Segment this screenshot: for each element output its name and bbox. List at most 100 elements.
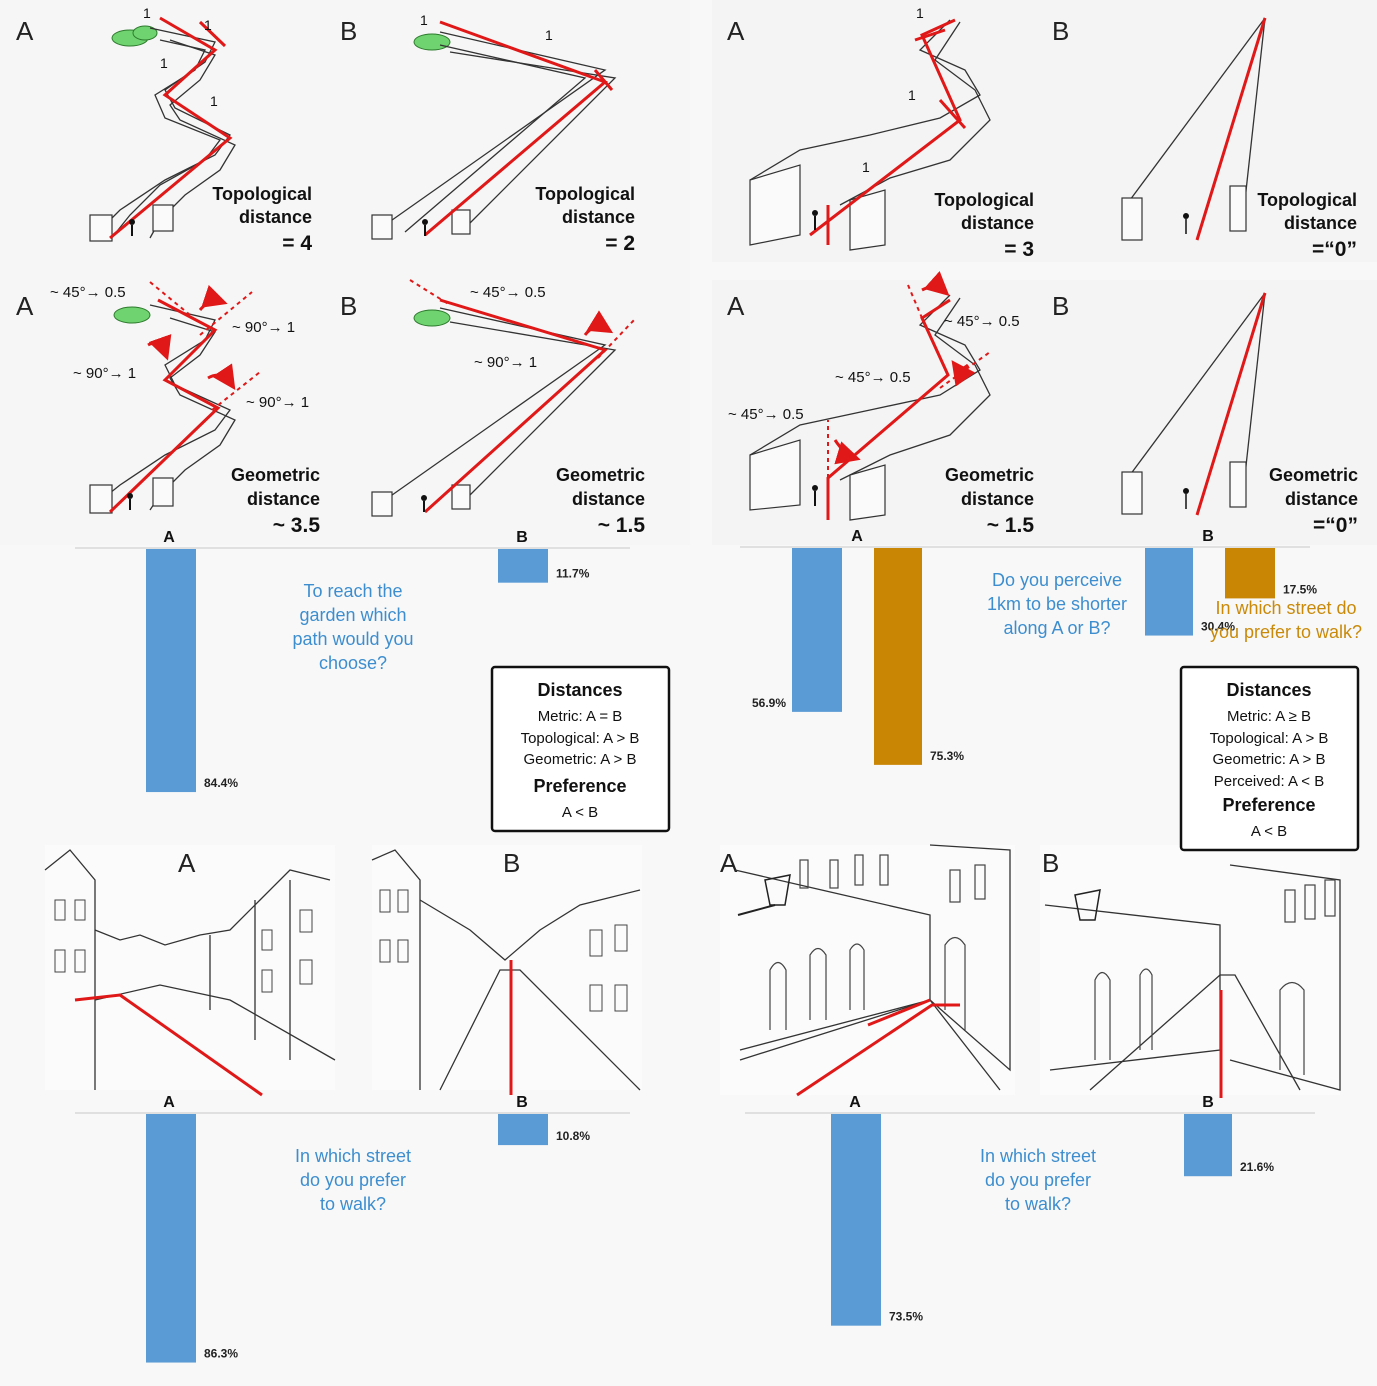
bar-blue-b — [1184, 1114, 1232, 1177]
topo-value: = 4 — [282, 232, 312, 255]
geo-label: distance — [572, 489, 645, 509]
bar-value-label: 30.4% — [1201, 620, 1235, 634]
topo-label: Topological — [1257, 190, 1357, 210]
angle-annotation: ~ 45°→ 0.5 — [470, 284, 546, 301]
box-pref-value: A < B — [562, 804, 598, 821]
geo-label: distance — [247, 489, 320, 509]
question-line: choose? — [319, 653, 387, 673]
panel-letter: A — [178, 848, 196, 878]
panel-letter: B — [1042, 848, 1059, 878]
bar-value-label: 17.5% — [1283, 582, 1317, 596]
segment-count: 1 — [160, 55, 168, 71]
top-left-sketches: A 1 1 1 1 Topological distance = 4 — [0, 0, 690, 545]
geo-value: =“0” — [1313, 514, 1358, 537]
question-line: In which street do — [1215, 598, 1356, 618]
angle-annotation: ~ 45°→ 0.5 — [728, 406, 804, 423]
info-box-distances: Distances Metric: A = B Topological: A >… — [490, 665, 671, 833]
bar-blue-a — [792, 548, 842, 712]
topo-label: Topological — [934, 190, 1034, 210]
tl-geo-b: B ~ 45°→ 0.5 ~ 90°→ 1 Geometric distance… — [340, 279, 646, 537]
box-pref-title: Preference — [533, 776, 626, 796]
question-line: do you prefer — [985, 1170, 1091, 1190]
pedestrian-icon — [129, 219, 135, 236]
segment-count: 1 — [862, 159, 870, 175]
box-line: Metric: A = B — [538, 708, 623, 725]
pedestrian-icon — [421, 495, 427, 512]
bar-value-label: 56.9% — [752, 696, 786, 710]
tr-geo-b: B Geometric distance =“0” — [1052, 291, 1358, 537]
top-right-sketches: A 1 1 1 Topological distance = 3 B — [712, 0, 1377, 545]
segment-count: 1 — [204, 17, 212, 33]
question-line: you prefer to walk? — [1210, 622, 1362, 642]
box-title: Distances — [1226, 680, 1311, 700]
pedestrian-icon — [812, 485, 818, 506]
box-line: Geometric: A > B — [1213, 751, 1326, 768]
topo-label: Topological — [535, 184, 635, 204]
lamp-icon — [737, 874, 791, 916]
box-pref-title: Preference — [1222, 795, 1315, 815]
geo-label: Geometric — [945, 465, 1034, 485]
tl-geo-a: A ~ 45°→ 0.5 ~ 90°→ 1 ~ 90°→ 1 ~ 90°→ 1 — [16, 281, 321, 537]
bar-value-label: 86.3% — [204, 1347, 238, 1361]
bar-blue-a — [146, 549, 196, 793]
segment-count: 1 — [916, 5, 924, 21]
panel-letter: A — [16, 291, 34, 321]
bar-blue-a — [831, 1114, 881, 1326]
bar-blue-b — [498, 549, 548, 583]
category-label: B — [516, 1094, 528, 1111]
panel-letter: A — [727, 16, 745, 46]
segment-count: 1 — [420, 12, 428, 28]
topo-label: Topological — [212, 184, 312, 204]
geo-value: ~ 1.5 — [598, 514, 646, 537]
segment-count: 1 — [545, 27, 553, 43]
panel-letter: B — [340, 16, 357, 46]
angle-annotation: ~ 45°→ 0.5 — [944, 313, 1020, 330]
bar-blue-b — [498, 1114, 548, 1146]
question-line: In which street — [980, 1146, 1096, 1166]
geo-label: distance — [1285, 489, 1358, 509]
tr-topo-a: A 1 1 1 Topological distance = 3 — [727, 5, 1034, 261]
geo-value: ~ 3.5 — [273, 514, 321, 537]
angle-annotation: ~ 90°→ 1 — [232, 319, 295, 336]
angle-annotation: ~ 90°→ 1 — [474, 354, 537, 371]
angle-annotation: ~ 45°→ 0.5 — [50, 284, 126, 301]
category-label: A — [849, 1094, 861, 1111]
question-line: along A or B? — [1003, 618, 1110, 638]
pedestrian-icon — [422, 219, 428, 236]
question-line: In which street — [295, 1146, 411, 1166]
bar-value-label: 84.4% — [204, 776, 238, 790]
segment-count: 1 — [143, 5, 151, 21]
tree-icon — [113, 306, 151, 324]
bar-value-label: 73.5% — [889, 1310, 923, 1324]
geo-value: ~ 1.5 — [987, 514, 1035, 537]
category-label: A — [163, 1094, 175, 1111]
bottom-left-streets: A B — [44, 845, 642, 1097]
geo-label: Geometric — [231, 465, 320, 485]
panel-letter: B — [1052, 16, 1069, 46]
question-prefer-street: In which street do you prefer to walk? — [980, 1146, 1096, 1214]
bar-blue-b — [1145, 548, 1193, 636]
angle-annotation: ~ 90°→ 1 — [246, 394, 309, 411]
bar-blue-a — [146, 1114, 196, 1363]
category-label: B — [1202, 1094, 1214, 1111]
bar-orange-a — [874, 548, 922, 765]
geo-label: distance — [961, 489, 1034, 509]
tl-topo-a: A 1 1 1 1 Topological distance = 4 — [16, 5, 312, 255]
bar-orange-b — [1225, 548, 1275, 599]
question-line: Do you perceive — [992, 570, 1122, 590]
panel-letter: B — [503, 848, 520, 878]
topo-value: = 2 — [605, 232, 635, 255]
box-line: Topological: A > B — [1210, 730, 1329, 747]
question-garden: To reach the garden which path would you… — [292, 581, 413, 673]
question-perceive: Do you perceive 1km to be shorter along … — [987, 570, 1127, 638]
tree-icon — [413, 309, 451, 327]
category-label: A — [851, 528, 863, 545]
box-title: Distances — [537, 680, 622, 700]
box-line: Topological: A > B — [521, 730, 640, 747]
question-line: do you prefer — [300, 1170, 406, 1190]
question-line: to walk? — [1005, 1194, 1071, 1214]
